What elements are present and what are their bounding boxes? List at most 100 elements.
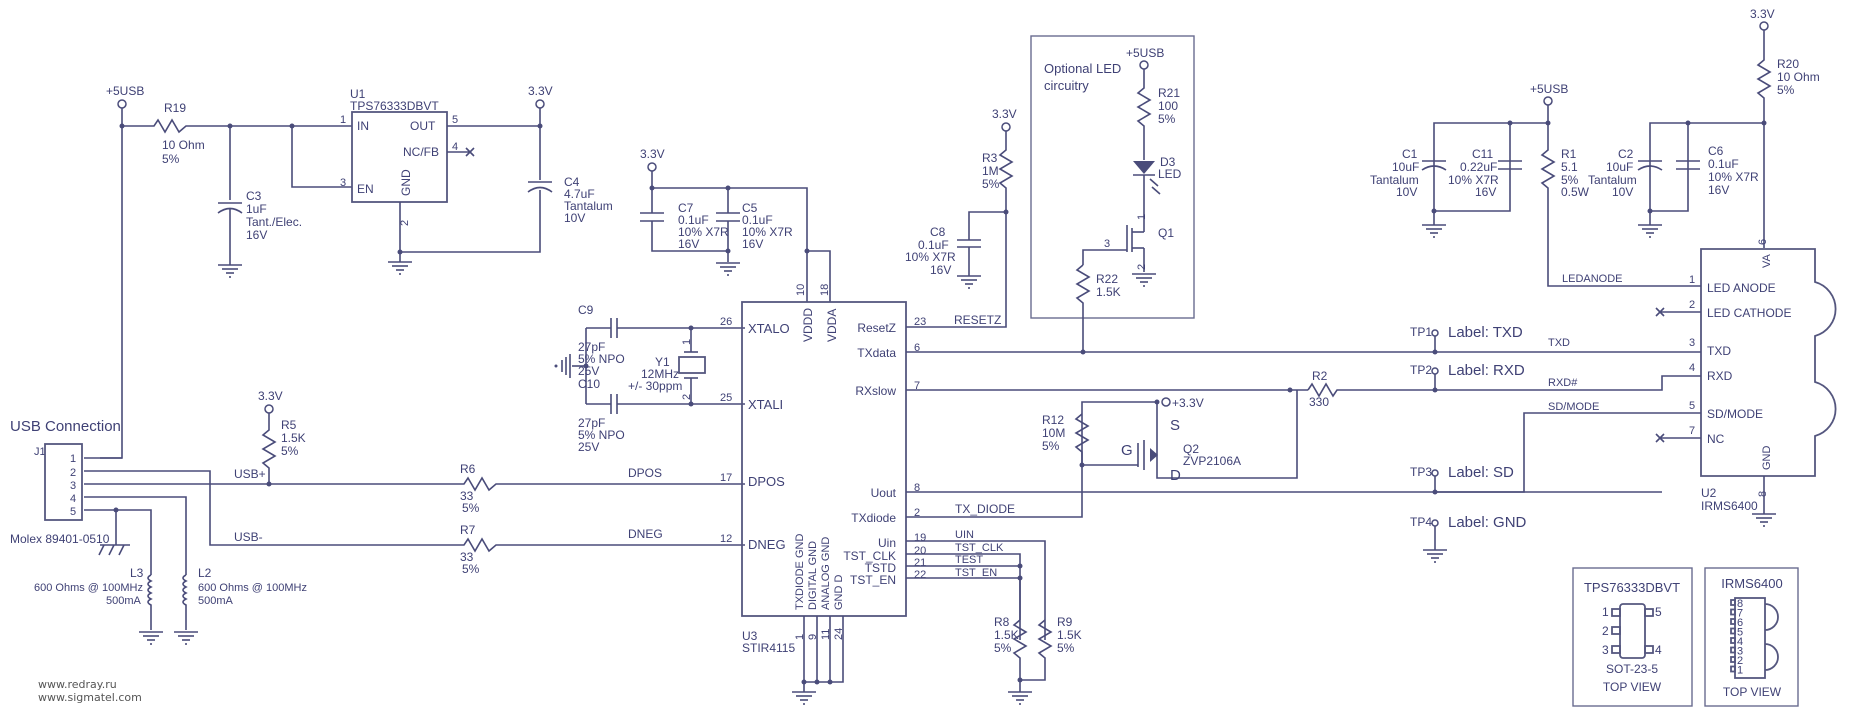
svg-text:TOP VIEW: TOP VIEW (1603, 680, 1662, 694)
svg-text:5%: 5% (462, 501, 480, 515)
package-pin-pad (1730, 646, 1736, 654)
svg-text:C10: C10 (578, 377, 600, 391)
svg-text:L2: L2 (198, 566, 212, 580)
svg-text:2: 2 (914, 507, 920, 519)
svg-text:S: S (1170, 417, 1180, 434)
svg-text:DPOS: DPOS (748, 474, 785, 489)
svg-text:LED: LED (1158, 167, 1182, 181)
svg-text:10% X7R: 10% X7R (1708, 170, 1759, 184)
rx-buffer-q2: +3.3V R12 10M 5% G S D Q2 ZVP2106A R2 33… (1042, 369, 1655, 484)
svg-text:TP4: TP4 (1410, 515, 1432, 529)
svg-text:R9: R9 (1057, 615, 1073, 629)
svg-text:C9: C9 (578, 303, 594, 317)
svg-text:5% NPO: 5% NPO (578, 428, 625, 442)
svg-text:TXD: TXD (1548, 337, 1570, 349)
svg-text:17: 17 (720, 472, 732, 484)
svg-text:USB-: USB- (234, 530, 263, 544)
svg-text:RESETZ: RESETZ (954, 313, 1001, 327)
svg-text:8: 8 (1757, 491, 1769, 497)
svg-text:11: 11 (820, 629, 832, 640)
svg-text:+5USB: +5USB (106, 84, 144, 98)
package-pin-number: 1 (1737, 665, 1743, 677)
svg-text:TST_CLK: TST_CLK (955, 542, 1004, 554)
svg-text:C1: C1 (1402, 147, 1418, 161)
svg-text:R19: R19 (164, 101, 186, 115)
svg-text:10% X7R: 10% X7R (1448, 173, 1499, 187)
svg-text:RXslow: RXslow (855, 384, 896, 398)
svg-text:16V: 16V (678, 237, 699, 251)
svg-text:U1: U1 (350, 87, 366, 101)
svg-text:4: 4 (1689, 362, 1695, 374)
svg-text:GND: GND (1761, 446, 1773, 471)
svg-text:VDDD: VDDD (801, 308, 815, 342)
svg-text:1: 1 (70, 453, 76, 465)
svg-text:7: 7 (1689, 425, 1695, 437)
svg-text:R1: R1 (1561, 147, 1577, 161)
svg-text:R3: R3 (982, 151, 998, 165)
ic-u3-stir4115: 26 XTALO 25 XTALI 17 DPOS 12 DNEG 10 VDD… (720, 284, 907, 655)
svg-text:TOP VIEW: TOP VIEW (1723, 685, 1782, 699)
svg-text:R12: R12 (1042, 413, 1064, 427)
svg-text:33: 33 (460, 489, 474, 503)
svg-text:Molex 89401-0510: Molex 89401-0510 (10, 532, 110, 546)
svg-text:1: 1 (794, 634, 806, 640)
svg-text:USB Connection: USB Connection (10, 418, 121, 435)
svg-text:+5USB: +5USB (1126, 46, 1164, 60)
svg-text:TP2: TP2 (1410, 363, 1432, 377)
svg-text:1.5K: 1.5K (1096, 285, 1121, 299)
svg-text:10V: 10V (1396, 185, 1417, 199)
svg-text:10V: 10V (564, 211, 585, 225)
svg-text:500mA: 500mA (106, 595, 142, 607)
svg-text:VA: VA (1761, 253, 1773, 268)
svg-text:0.1uF: 0.1uF (918, 238, 949, 252)
svg-text:VDDA: VDDA (825, 309, 839, 342)
resistor-r6: R6 33 5% (460, 462, 500, 515)
svg-text:Y1: Y1 (655, 355, 670, 369)
svg-text:TXDIODE GND: TXDIODE GND (794, 534, 806, 610)
svg-text:R6: R6 (460, 462, 476, 476)
svg-text:12MHz: 12MHz (641, 367, 679, 381)
svg-text:100: 100 (1158, 99, 1178, 113)
package-pin-pad (1730, 665, 1736, 673)
svg-text:16V: 16V (1475, 185, 1496, 199)
svg-text:0.1uF: 0.1uF (678, 213, 709, 227)
svg-text:6: 6 (1757, 239, 1769, 245)
testpoint-tp4: TP4 Label: GND (1410, 514, 1527, 563)
svg-text:Q1: Q1 (1158, 226, 1174, 240)
svg-text:8: 8 (914, 482, 920, 494)
svg-text:Optional LED: Optional LED (1044, 61, 1121, 76)
svg-text:DIGITAL GND: DIGITAL GND (807, 541, 819, 610)
package-pin-number: 6 (1737, 617, 1743, 629)
svg-text:Label: TXD: Label: TXD (1448, 324, 1523, 341)
inductor-l2: L2 600 Ohms @ 100MHz 500mA (173, 566, 307, 645)
ir-transceiver-u2: 6 VA 8 GND U2 IRMS6400 1 LED ANODE 2 LED… (1435, 239, 1837, 527)
svg-text:USB+: USB+ (234, 467, 266, 481)
svg-text:1: 1 (1689, 274, 1695, 286)
svg-text:C11: C11 (1472, 147, 1493, 161)
footer-link-sigmatel[interactable]: www.sigmatel.com (38, 691, 142, 704)
package-pin-number: 4 (1737, 636, 1743, 648)
svg-text:DNEG: DNEG (628, 527, 663, 541)
svg-text:OUT: OUT (410, 119, 436, 133)
footer-link-redray[interactable]: www.redray.ru (38, 678, 117, 691)
svg-text:IRMS6400: IRMS6400 (1721, 576, 1782, 591)
svg-text:C8: C8 (930, 225, 946, 239)
svg-text:C2: C2 (1618, 147, 1634, 161)
package-pin-pad (1730, 599, 1736, 606)
svg-text:1uF: 1uF (246, 202, 267, 216)
svg-text:LED ANODE: LED ANODE (1707, 281, 1776, 295)
svg-text:LED CATHODE: LED CATHODE (1707, 306, 1791, 320)
svg-text:XTALI: XTALI (748, 397, 783, 412)
svg-text:5% NPO: 5% NPO (578, 352, 625, 366)
svg-text:TSTD: TSTD (865, 561, 897, 575)
capacitor-c4: C4 4.7uF Tantalum 10V (527, 175, 613, 225)
svg-text:RXD#: RXD# (1548, 377, 1578, 389)
svg-text:6: 6 (914, 342, 920, 354)
svg-text:2: 2 (399, 220, 411, 226)
svg-text:5%: 5% (281, 444, 299, 458)
svg-text:TXD: TXD (1707, 344, 1731, 358)
svg-text:2: 2 (681, 394, 693, 400)
svg-text:NC: NC (1707, 432, 1725, 446)
svg-text:1.5K: 1.5K (281, 431, 306, 445)
svg-text:SD/MODE: SD/MODE (1707, 407, 1763, 421)
